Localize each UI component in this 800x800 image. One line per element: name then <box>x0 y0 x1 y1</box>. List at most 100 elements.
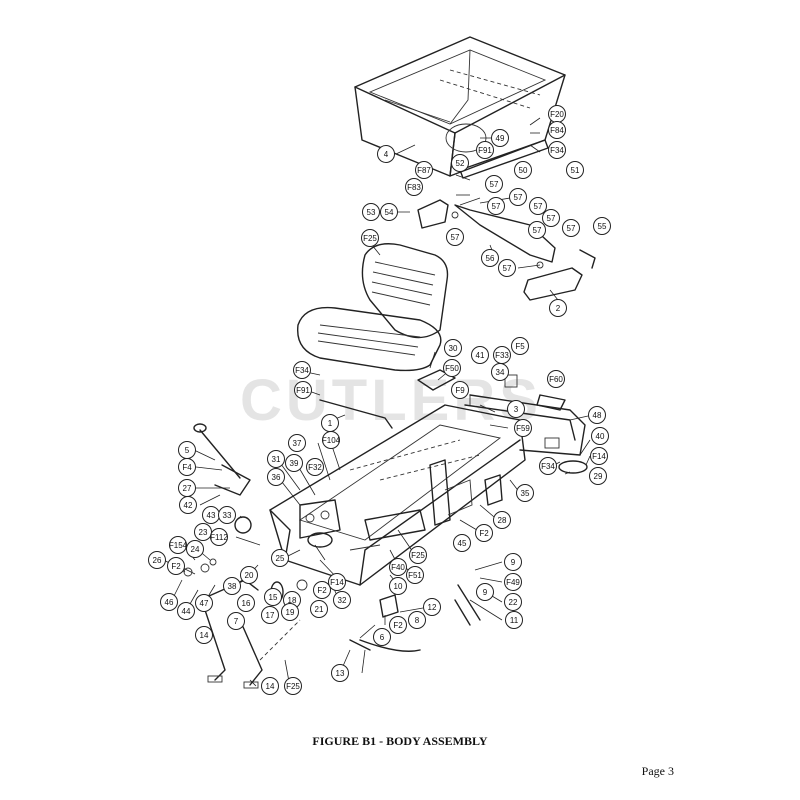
callout-3: 49 <box>491 129 509 147</box>
callout-7: F87 <box>415 161 433 179</box>
callout-label: F91 <box>478 146 492 155</box>
callout-label: 17 <box>266 611 275 620</box>
callout-label: 28 <box>498 516 507 525</box>
callout-34: F91 <box>294 381 312 399</box>
callout-label: 57 <box>533 226 542 235</box>
callout-circle <box>487 197 505 215</box>
callout-label: F51 <box>408 571 422 580</box>
callout-label: 48 <box>593 411 602 420</box>
callout-label: 9 <box>483 588 488 597</box>
callout-label: F2 <box>393 621 403 630</box>
cover-panel <box>417 369 456 391</box>
callout-label: 47 <box>200 599 209 608</box>
callout-78: F2 <box>313 581 331 599</box>
callout-label: 19 <box>286 608 295 617</box>
callout-83: F40 <box>389 558 407 576</box>
callout-label: 15 <box>269 593 278 602</box>
callout-label: F84 <box>550 126 564 135</box>
callout-circle <box>590 447 608 465</box>
callout-circle <box>516 484 534 502</box>
callout-label: 45 <box>458 539 467 548</box>
callout-87: 9 <box>476 583 494 601</box>
callout-label: F60 <box>549 375 563 384</box>
callout-label: 14 <box>266 682 275 691</box>
callout-circle <box>408 611 426 629</box>
callout-97: F25 <box>284 677 302 695</box>
callout-label: 32 <box>338 596 347 605</box>
callout-circle <box>451 381 469 399</box>
callout-32: F60 <box>547 370 565 388</box>
callout-26: 30 <box>444 339 462 357</box>
callout-circle <box>476 141 494 159</box>
callout-38: F59 <box>514 419 532 437</box>
callout-5: 51 <box>566 161 584 179</box>
callout-9: F91 <box>476 141 494 159</box>
callout-label: F59 <box>516 424 530 433</box>
callout-98: 13 <box>331 664 349 682</box>
callout-circle <box>446 228 464 246</box>
callout-label: 30 <box>449 344 458 353</box>
callout-4: 50 <box>514 161 532 179</box>
callout-circle <box>313 581 331 599</box>
callout-20: 57 <box>562 219 580 237</box>
callout-circle <box>284 677 302 695</box>
callout-29: F33 <box>493 346 511 364</box>
callout-label: F4 <box>182 463 192 472</box>
callout-circle <box>529 197 547 215</box>
callout-label: 37 <box>293 439 302 448</box>
callout-circle <box>509 188 527 206</box>
callout-circle <box>423 598 441 616</box>
callout-65: F2 <box>167 557 185 575</box>
callout-label: 16 <box>242 599 251 608</box>
callout-label: F34 <box>295 366 309 375</box>
callout-label: 40 <box>596 432 605 441</box>
callout-label: 51 <box>571 166 580 175</box>
callout-label: 13 <box>336 669 345 678</box>
callout-circle <box>476 583 494 601</box>
callout-16: 54 <box>380 203 398 221</box>
callout-label: 11 <box>510 616 519 625</box>
callout-43: 1 <box>321 414 339 432</box>
callout-label: 6 <box>380 633 385 642</box>
callout-41: 29 <box>589 467 607 485</box>
callout-label: 7 <box>234 617 239 626</box>
callout-circle <box>548 141 566 159</box>
callout-74: 17 <box>261 606 279 624</box>
callout-86: F49 <box>504 573 522 591</box>
callout-label: 57 <box>534 202 543 211</box>
callout-8: 52 <box>451 154 469 172</box>
callout-23: 55 <box>593 217 611 235</box>
callout-circle <box>240 566 258 584</box>
callout-circle <box>406 566 424 584</box>
callout-circle <box>485 175 503 193</box>
watermark-text: CUTLERS <box>240 368 542 433</box>
callout-25: F25 <box>361 229 379 247</box>
callout-85: 9 <box>504 553 522 571</box>
callout-51: 28 <box>493 511 511 529</box>
callout-circle <box>380 203 398 221</box>
callout-circle <box>178 458 196 476</box>
callout-circle <box>264 588 282 606</box>
callout-circle <box>481 249 499 267</box>
callout-79: F14 <box>328 573 346 591</box>
callout-circle <box>505 611 523 629</box>
callout-60: 23 <box>194 523 212 541</box>
callout-71: 20 <box>240 566 258 584</box>
callout-14: 57 <box>529 197 547 215</box>
callout-circle <box>528 221 546 239</box>
callout-80: 32 <box>333 591 351 609</box>
callout-circle <box>195 594 213 612</box>
callout-77: 21 <box>310 600 328 618</box>
callout-circle <box>328 573 346 591</box>
callout-circle <box>493 511 511 529</box>
callout-label: 50 <box>519 166 528 175</box>
callout-6: 4 <box>377 145 395 163</box>
callout-circle <box>281 603 299 621</box>
callout-circle <box>331 664 349 682</box>
callout-circle <box>589 467 607 485</box>
callout-circle <box>237 594 255 612</box>
callout-label: 46 <box>165 598 174 607</box>
callout-label: 8 <box>415 616 420 625</box>
callout-2: F34 <box>548 141 566 159</box>
